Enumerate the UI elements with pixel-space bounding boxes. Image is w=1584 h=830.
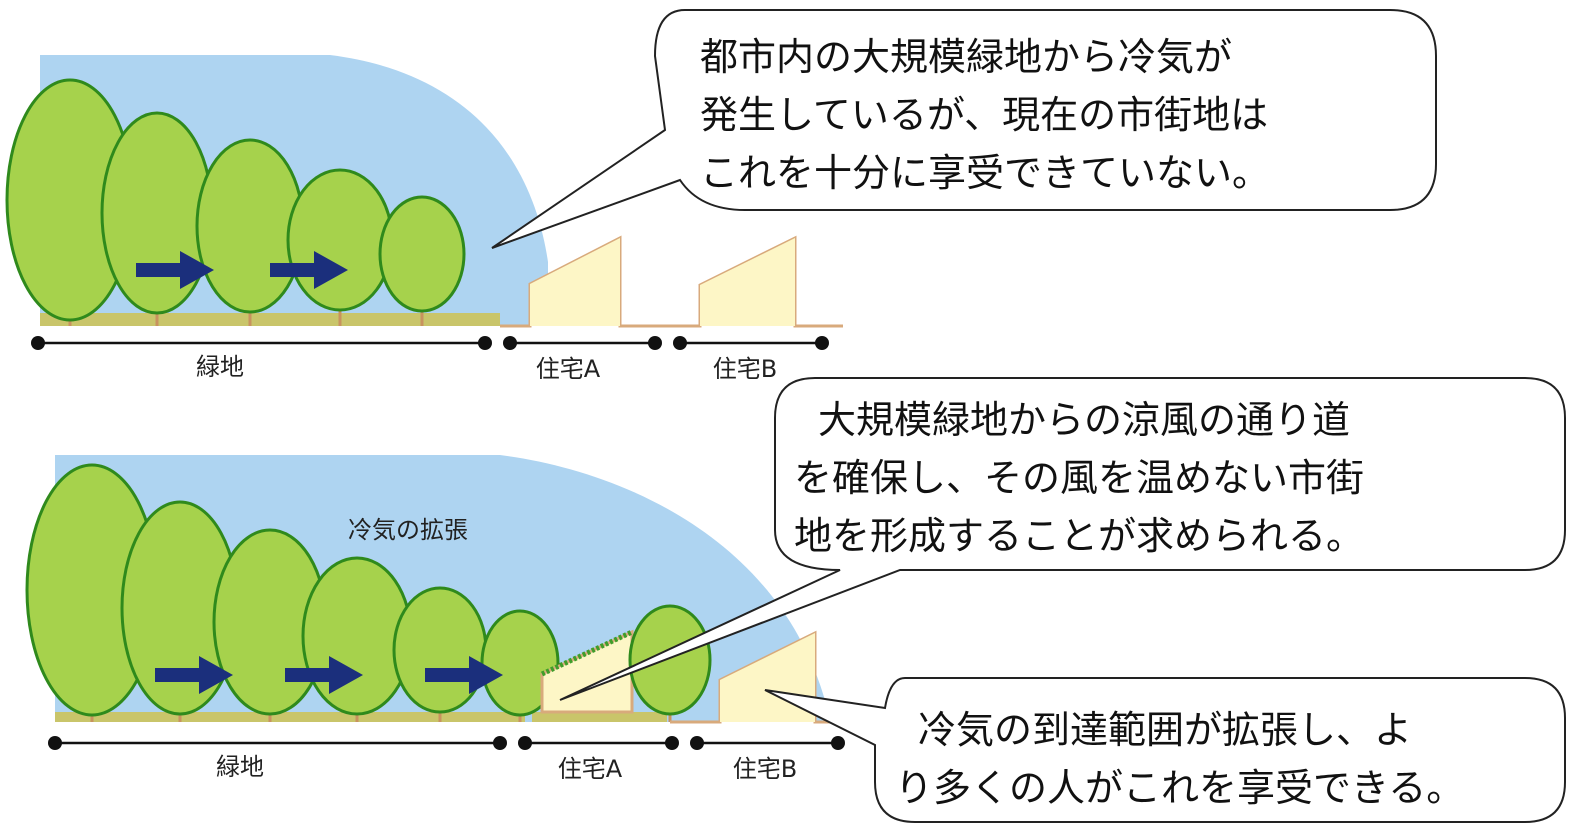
- callout-bottom-line-1: 冷気の到達範囲が拡張し、よ: [918, 708, 1412, 752]
- top-house-a-label: 住宅A: [536, 355, 601, 383]
- bottom-tree-6: [480, 609, 560, 722]
- callout-middle-line-3: 地を形成することが求められる。: [794, 514, 1364, 558]
- top-house-b: [700, 238, 795, 326]
- callout-middle: 大規模緑地からの涼風の通り道 を確保し、その風を温めない市街 地を形成することが…: [559, 377, 1566, 701]
- callout-top-line-2: 発生しているが、現在の市街地は: [700, 93, 1268, 137]
- bottom-green-label: 緑地: [216, 753, 264, 781]
- bottom-house-b-label: 住宅B: [733, 755, 797, 783]
- cool-air-expansion-label: 冷気の拡張: [348, 516, 468, 544]
- bottom-house-a: [540, 629, 634, 714]
- top-wind-arrow-2: [270, 251, 348, 289]
- bottom-wind-arrow-2: [285, 656, 363, 694]
- top-scene: 緑地 住宅A 住宅B: [5, 55, 843, 383]
- bottom-tree-2: [120, 500, 240, 722]
- bottom-wind-arrow-3: [425, 656, 503, 694]
- callout-top: 都市内の大規模緑地から冷気が 発生しているが、現在の市街地は これを十分に享受で…: [491, 9, 1437, 249]
- callout-bottom: 冷気の到達範囲が拡張し、よ り多くの人がこれを享受できる。: [764, 677, 1566, 823]
- bottom-house-a-label: 住宅A: [558, 755, 623, 783]
- top-green-label: 緑地: [196, 353, 244, 381]
- bottom-house-a-grass: [532, 712, 667, 722]
- top-scale-bar: [31, 336, 829, 350]
- top-house-b-label: 住宅B: [713, 355, 777, 383]
- bottom-scene: 冷気の拡張 緑地 住宅A 住宅B: [25, 455, 845, 783]
- callout-bottom-line-2: り多くの人がこれを享受できる。: [895, 766, 1464, 810]
- callout-middle-line-1: 大規模緑地からの涼風の通り道: [818, 398, 1350, 442]
- bottom-tree-7: [628, 604, 712, 722]
- callout-top-line-3: これを十分に享受できていない。: [700, 151, 1270, 195]
- top-house-a: [530, 238, 620, 326]
- bottom-grass-strip: [55, 712, 525, 722]
- bottom-scale-bar: [48, 736, 845, 750]
- top-wind-arrow-1: [136, 251, 214, 289]
- callout-top-line-1: 都市内の大規模緑地から冷気が: [700, 35, 1232, 79]
- top-grass-strip: [40, 313, 500, 326]
- callout-middle-line-2: を確保し、その風を温めない市街: [794, 456, 1364, 500]
- top-tree-5: [378, 195, 466, 326]
- bottom-wind-arrow-1: [155, 656, 233, 694]
